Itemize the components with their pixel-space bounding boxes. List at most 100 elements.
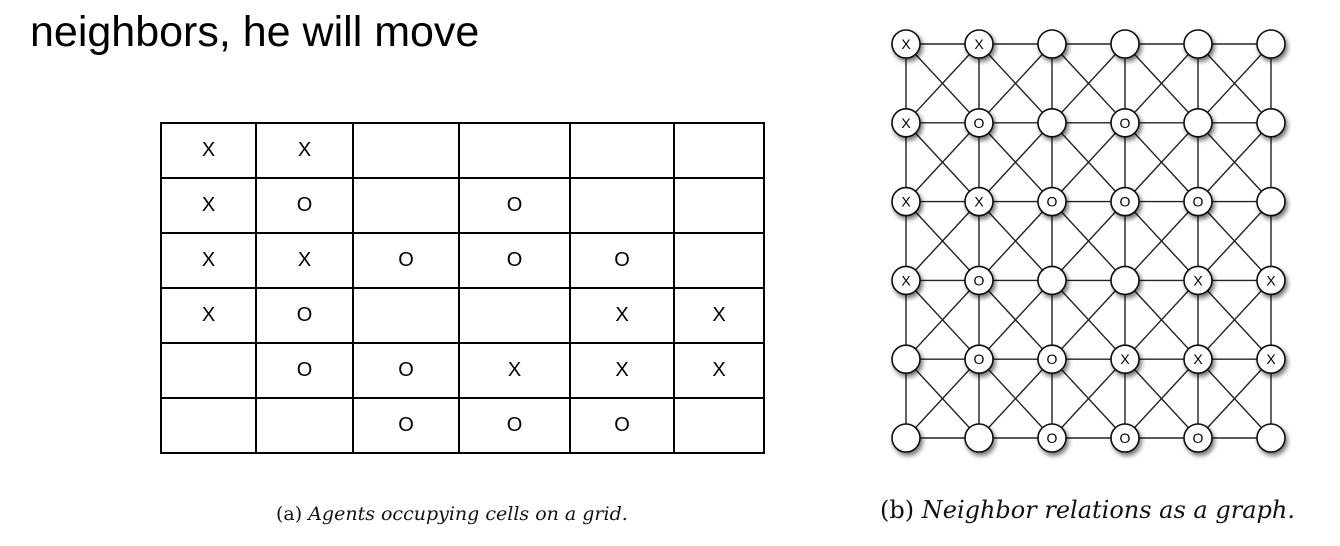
- graph-node-circle: [964, 265, 994, 296]
- graph-node-circle: [1256, 29, 1286, 59]
- grid-cell: [673, 122, 765, 179]
- graph-node-circle: [891, 29, 921, 59]
- graph-node-circle: [891, 423, 921, 453]
- grid-cell: X: [160, 287, 257, 344]
- graph-node-circle: [891, 344, 921, 375]
- graph-edge: [905, 358, 980, 439]
- page-title: neighbors, he will move: [30, 8, 480, 56]
- grid-cell: X: [255, 122, 354, 179]
- graph-node-circle: [1110, 344, 1140, 375]
- graph-node-circle: [1256, 423, 1286, 453]
- graph-node-circle: [1256, 344, 1286, 375]
- graph-node: O: [1037, 423, 1067, 453]
- graph-node: X: [964, 186, 994, 217]
- graph-edge: [1051, 43, 1126, 124]
- grid-cell: X: [673, 287, 765, 344]
- grid-cell: X: [569, 342, 675, 399]
- graph-edge: [1124, 201, 1199, 281]
- graph-node: X: [891, 265, 921, 296]
- graph-node-circle: [1110, 108, 1140, 138]
- graph-node: O: [1183, 423, 1213, 453]
- graph-edge: [1051, 201, 1126, 281]
- graph-edge: [905, 122, 980, 203]
- graph-node-circle: [891, 265, 921, 296]
- graph-edge: [978, 122, 1053, 203]
- graph-node: O: [1183, 186, 1213, 217]
- graph-node: [1183, 108, 1213, 138]
- graph-caption-text: Neighbor relations as a graph.: [921, 496, 1295, 524]
- graph-node: X: [891, 186, 921, 217]
- graph-node-circle: [1183, 423, 1213, 453]
- graph-node-label: X: [901, 272, 911, 288]
- graph-node: X: [891, 108, 921, 138]
- graph-node: [1256, 186, 1286, 217]
- grid-cell: O: [458, 397, 571, 454]
- grid-caption: (a) Agents occupying cells on a grid.: [276, 503, 628, 525]
- graph-edge: [1051, 122, 1126, 203]
- grid-cell: [673, 177, 765, 234]
- graph-node: [1110, 29, 1140, 59]
- graph-node: O: [1037, 186, 1067, 217]
- graph-edge: [1051, 358, 1126, 439]
- grid-cell: [673, 397, 765, 454]
- graph-node-label: O: [1120, 430, 1131, 446]
- graph-node: [1037, 108, 1067, 138]
- graph-node-label: X: [1193, 351, 1203, 367]
- graph-edge: [1197, 358, 1272, 439]
- grid-cell: [569, 122, 675, 179]
- graph-node: O: [1110, 186, 1140, 217]
- graph-node-circle: [1110, 29, 1140, 59]
- graph-node-label: O: [974, 272, 985, 288]
- graph-node-label: O: [1047, 194, 1058, 210]
- graph-node-circle: [1256, 108, 1286, 138]
- graph-node-label: X: [974, 194, 984, 210]
- graph-node-label: X: [1120, 351, 1130, 367]
- grid-cell: [160, 397, 257, 454]
- graph-node-circle: [891, 186, 921, 217]
- graph-edge: [905, 43, 980, 124]
- graph-edge: [1124, 122, 1199, 203]
- grid-cell: O: [255, 177, 354, 234]
- grid-cell: X: [458, 342, 571, 399]
- graph-node: [891, 344, 921, 375]
- graph-node: X: [1183, 344, 1213, 375]
- graph-caption-prefix: (b): [880, 496, 915, 524]
- graph-node: X: [1256, 265, 1286, 296]
- graph-node-label: X: [1266, 351, 1276, 367]
- grid-cell: O: [458, 177, 571, 234]
- grid-cell: [673, 232, 765, 289]
- grid-cell: [255, 397, 354, 454]
- grid-cell: O: [458, 232, 571, 289]
- graph-edge: [905, 201, 980, 281]
- graph-node-circle: [1037, 265, 1067, 296]
- graph-node: [1256, 29, 1286, 59]
- graph-node-circle: [964, 29, 994, 59]
- grid-cell: O: [352, 342, 460, 399]
- graph-node-label: O: [1193, 430, 1204, 446]
- graph-edge: [978, 201, 1053, 281]
- graph-caption: (b) Neighbor relations as a graph.: [880, 496, 1295, 524]
- grid-caption-prefix: (a): [276, 503, 303, 525]
- graph-edge: [1124, 43, 1199, 124]
- graph-edge: [905, 279, 980, 360]
- graph-node: O: [964, 108, 994, 138]
- graph-node-circle: [964, 344, 994, 375]
- graph-edge: [1197, 279, 1272, 360]
- graph-node-label: X: [974, 36, 984, 52]
- graph-node-label: O: [1120, 115, 1131, 131]
- grid-cell: X: [160, 122, 257, 179]
- graph-node: O: [1110, 423, 1140, 453]
- graph-node: X: [1256, 344, 1286, 375]
- graph-edge: [1197, 122, 1272, 203]
- graph-node-label: O: [1047, 351, 1058, 367]
- graph-node-circle: [964, 108, 994, 138]
- graph-node-circle: [1037, 423, 1067, 453]
- graph-node-circle: [964, 423, 994, 453]
- grid-cell: [458, 287, 571, 344]
